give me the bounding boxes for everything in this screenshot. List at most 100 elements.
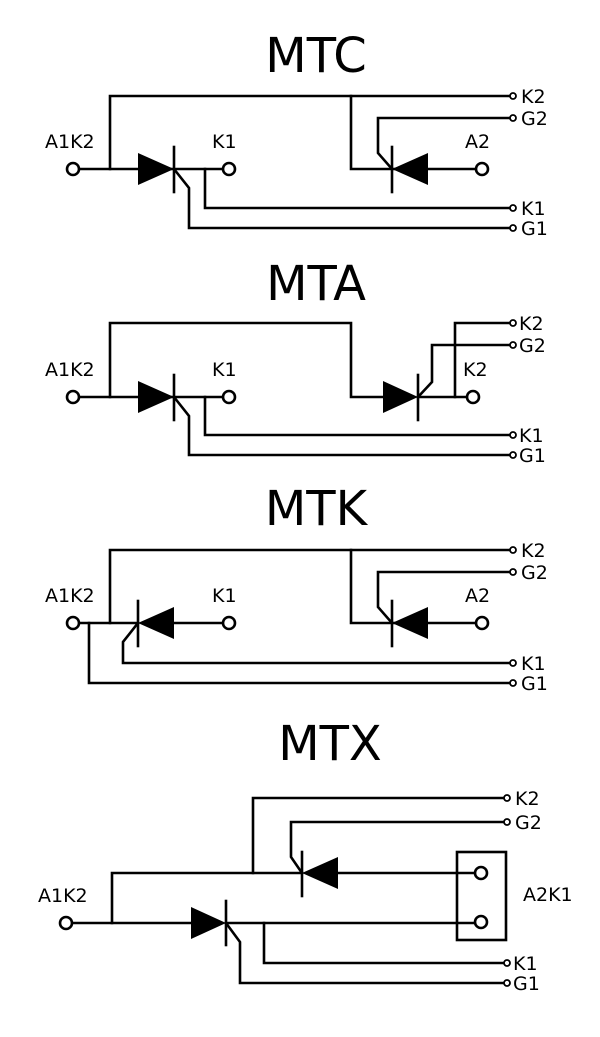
terminal-a2	[474, 615, 490, 631]
diagram-title: MTK	[265, 481, 369, 537]
terminal-g1	[509, 679, 517, 687]
terminal-a1k2	[65, 389, 81, 405]
label-k2: K2	[463, 359, 488, 381]
thyristor-1-triangle	[138, 607, 174, 639]
thyristor-2	[390, 599, 428, 648]
wire-k1-aux	[121, 621, 512, 665]
wire-k2-bus	[108, 94, 512, 171]
label-a1k2: A1K2	[45, 131, 95, 153]
label-k1-aux: K1	[513, 953, 538, 975]
terminal-g1	[509, 451, 517, 459]
thyristor-1-triangle	[191, 907, 226, 939]
terminal-g2	[509, 568, 517, 576]
terminal-g2	[503, 818, 511, 826]
terminal-k2-aux	[509, 546, 517, 554]
diagram-mtc: MTC A1K2 K1 A2 K2 G2 K1 G1	[45, 28, 548, 240]
label-k1-aux: K1	[521, 653, 546, 675]
terminal-a1k2	[65, 615, 81, 631]
terminal-a1k2	[58, 915, 74, 931]
label-k1: K1	[212, 359, 237, 381]
label-g2: G2	[521, 108, 548, 130]
thyristor-1	[138, 373, 176, 422]
label-k1: K1	[212, 131, 237, 153]
label-k1-aux: K1	[521, 198, 546, 220]
thyristor-1	[191, 899, 228, 947]
label-a2: A2	[465, 585, 490, 607]
wire-g1	[172, 167, 512, 230]
wire-g1	[87, 621, 512, 685]
terminal-k1-aux	[503, 959, 511, 967]
label-a2: A2	[465, 131, 490, 153]
thyristor-1-triangle	[138, 153, 174, 185]
terminal-a2	[474, 161, 490, 177]
label-g1: G1	[519, 445, 546, 467]
thyristor-2	[390, 145, 428, 194]
terminal-k2-aux	[503, 794, 511, 802]
label-g2: G2	[521, 562, 548, 584]
wire-k1-aux	[262, 921, 506, 965]
label-a1k2: A1K2	[38, 885, 88, 907]
diagram-title: MTA	[266, 256, 366, 312]
label-a1k2: A1K2	[45, 585, 95, 607]
wire-k2-drop	[349, 548, 478, 625]
label-g1: G1	[513, 973, 540, 995]
label-a2k1: A2K1	[523, 884, 573, 906]
label-a1k2: A1K2	[45, 359, 95, 381]
terminal-k2-aux	[509, 319, 517, 327]
terminal-k1	[221, 161, 237, 177]
a2k1-terminal-block	[455, 850, 508, 942]
wire-k2-aux	[251, 796, 506, 875]
thyristor-1	[138, 145, 176, 194]
thyristor-1-triangle	[138, 381, 174, 413]
terminal-k1-aux	[509, 204, 517, 212]
terminal-k2-aux	[509, 92, 517, 100]
wire-g2	[289, 820, 506, 875]
thyristor-2	[300, 850, 338, 898]
wire-k1-aux	[203, 395, 512, 437]
wire-g1	[172, 395, 512, 457]
label-k2-aux: K2	[521, 540, 546, 562]
thyristor-2-triangle	[383, 381, 418, 413]
diagram-mta: MTA A1K2 K1 K2 K2 G2 K1 G1	[45, 256, 546, 467]
wire-k2-bus	[108, 548, 512, 625]
label-k2-aux: K2	[521, 86, 546, 108]
label-g1: G1	[521, 218, 548, 240]
label-k1-aux: K1	[519, 425, 544, 447]
wire-g2	[376, 116, 512, 171]
label-k2-aux: K2	[515, 788, 540, 810]
terminal-g1	[503, 979, 511, 987]
wire-g2	[376, 570, 512, 625]
terminal-a1k2	[65, 161, 81, 177]
terminal-g2	[509, 114, 517, 122]
terminal-k1-aux	[509, 659, 517, 667]
thyristor-2-triangle	[392, 607, 428, 639]
thyristor-2	[383, 373, 420, 422]
terminal-a2k1-lower	[473, 914, 489, 930]
label-g2: G2	[515, 812, 542, 834]
diagram-title: MTX	[278, 716, 382, 772]
thyristor-2-triangle	[392, 153, 428, 185]
terminal-a2k1-upper	[473, 865, 489, 881]
wire-g2	[416, 343, 512, 399]
terminal-g1	[509, 224, 517, 232]
diagram-mtx: MTX A1K2 A2K1 K2 G2 K1 G1	[38, 716, 573, 995]
thyristor-1	[136, 599, 174, 648]
wire-upper-bus	[110, 871, 304, 925]
diagram-title: MTC	[265, 28, 366, 84]
wire-k1-aux	[203, 167, 512, 210]
label-k2-aux: K2	[519, 313, 544, 335]
diagram-mtk: MTK A1K2 K1 A2 K2 G2 K1 G1	[45, 481, 548, 695]
wire-g1	[224, 921, 506, 985]
thyristor-2-triangle	[302, 857, 338, 889]
wire-bridge	[108, 321, 385, 399]
wire-k2-aux	[453, 321, 512, 399]
wire-k2-drop	[349, 94, 478, 171]
label-g1: G1	[521, 673, 548, 695]
terminal-k1-aux	[509, 431, 517, 439]
terminal-k2	[465, 389, 481, 405]
terminal-g2	[509, 341, 517, 349]
terminal-k1	[221, 389, 237, 405]
label-k1: K1	[212, 585, 237, 607]
label-g2: G2	[519, 335, 546, 357]
